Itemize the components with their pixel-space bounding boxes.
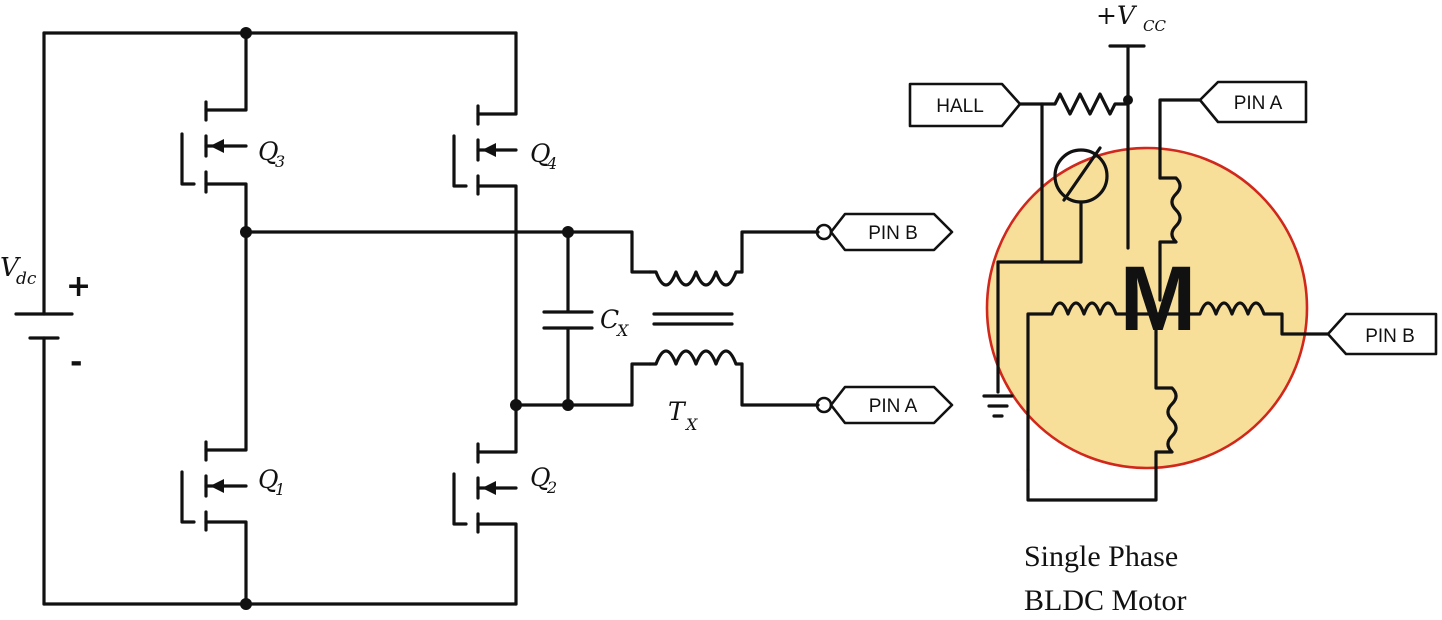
hall-pullup-resistor — [1018, 92, 1130, 116]
svg-text:dc: dc — [16, 269, 37, 289]
winding-lower — [1026, 312, 1178, 502]
winding-a-lead — [1158, 98, 1202, 180]
vdc-label: V dc — [0, 253, 37, 289]
capacitor-cx — [542, 230, 594, 407]
hall-label: HALL — [936, 96, 984, 117]
pin-b-input-connector: PIN B — [1326, 312, 1438, 356]
winding-left — [1026, 301, 1158, 472]
q2-label: Q 2 — [530, 463, 557, 497]
pin-b-label-right: PIN B — [1365, 326, 1415, 347]
pin-a-label-left: PIN A — [869, 396, 918, 417]
mosfet-q3 — [180, 100, 248, 194]
svg-text:Q: Q — [258, 137, 279, 166]
svg-text:Q: Q — [530, 139, 551, 168]
q1-label: Q 1 — [258, 465, 285, 499]
q3-label: Q 3 — [258, 137, 285, 171]
bldc-motor-section: +V CC HALL PIN A — [908, 1, 1438, 617]
mosfet-q4 — [452, 104, 518, 196]
pin-b-output-connector: PIN B — [815, 212, 954, 252]
wire-to-transformer-top — [244, 230, 652, 274]
h-bridge: + - V dc Q 3 Q 4 — [0, 27, 574, 610]
hall-connector: HALL — [908, 82, 1022, 128]
dc-source-battery — [14, 312, 74, 340]
hall-sensor-lead — [996, 200, 1083, 394]
wire-to-transformer-bottom — [514, 362, 652, 407]
transformer-tx — [648, 230, 820, 407]
motor-body-circle — [985, 146, 1309, 470]
leg-left-lower — [204, 230, 248, 606]
battery-plus-sign: + — [66, 269, 91, 304]
motor-caption-line1: Single Phase — [1024, 540, 1178, 573]
pin-a-label-right: PIN A — [1234, 93, 1283, 114]
leg-right-lower — [476, 403, 518, 606]
svg-text:2: 2 — [546, 478, 557, 497]
svg-text:C: C — [600, 305, 619, 334]
pin-b-label-left: PIN B — [868, 223, 918, 244]
motor-caption-line2: BLDC Motor — [1024, 584, 1187, 617]
junction-dot — [240, 598, 252, 610]
svg-text:X: X — [684, 415, 698, 434]
output-network: C X T X PIN B PIN A — [244, 212, 954, 434]
svg-text:CC: CC — [1143, 17, 1166, 35]
svg-text:V: V — [0, 253, 21, 283]
leg-right-upper — [476, 31, 518, 407]
winding-a — [1158, 176, 1182, 302]
svg-text:Q: Q — [258, 465, 279, 494]
svg-text:T: T — [668, 397, 687, 426]
pin-a-output-connector: PIN A — [815, 385, 954, 425]
svg-text:X: X — [615, 321, 629, 340]
svg-text:3: 3 — [275, 152, 285, 171]
battery-minus-sign: - — [70, 345, 82, 380]
svg-text:4: 4 — [546, 154, 557, 173]
svg-text:+V: +V — [1096, 1, 1138, 30]
junction-dot — [240, 27, 252, 39]
mosfet-q1 — [180, 440, 248, 532]
ground-symbol — [982, 394, 1014, 418]
pin-a-input-connector: PIN A — [1198, 80, 1308, 124]
svg-text:Q: Q — [530, 463, 551, 492]
tx-label: T X — [668, 397, 698, 434]
winding-right — [1154, 301, 1330, 336]
cx-label: C X — [600, 305, 629, 340]
leg-left-upper — [204, 31, 248, 234]
motor-letter: M — [1120, 248, 1197, 350]
mosfet-q2 — [452, 442, 518, 534]
vcc-label: +V CC — [1096, 1, 1166, 35]
svg-text:1: 1 — [275, 480, 285, 499]
q4-label: Q 4 — [530, 139, 557, 173]
